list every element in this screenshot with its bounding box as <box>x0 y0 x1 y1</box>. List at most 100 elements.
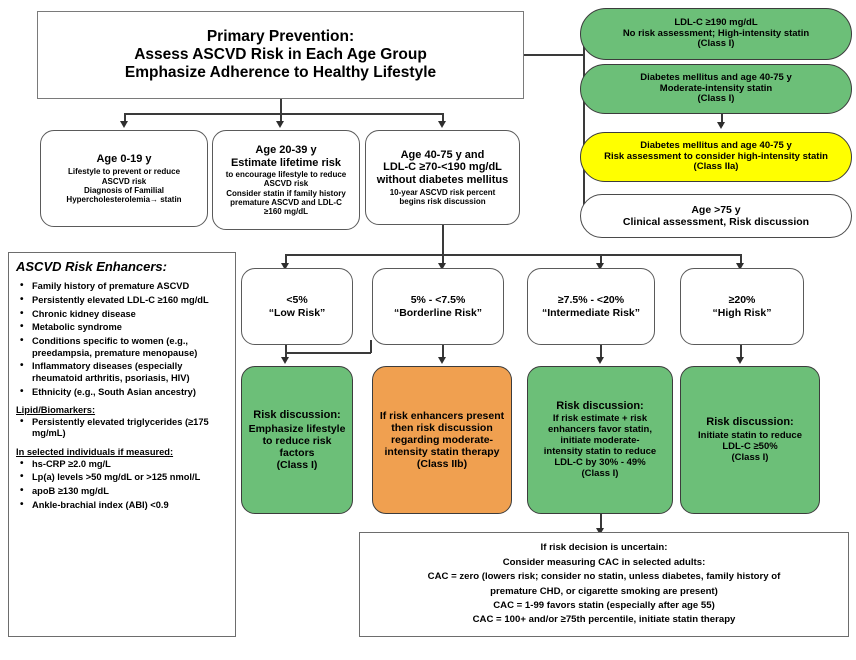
risk-low-label: “Low Risk” <box>268 306 326 319</box>
age-0-19-box: Age 0-19 y Lifestyle to prevent or reduc… <box>40 130 208 227</box>
age-20-39-line-4: premature ASCVD and LDL-C <box>230 197 342 207</box>
connector-title-to-right-trunk <box>524 54 584 56</box>
risk-enhancers-header: ASCVD Risk Enhancers: <box>16 259 167 274</box>
outcome-low-risk-box: Risk discussion: Emphasize lifestyle to … <box>241 366 353 514</box>
arrow-intermediate-to-outcome <box>595 357 604 364</box>
diabetes-moderate-box: Diabetes mellitus and age 40-75 y Modera… <box>580 64 852 114</box>
arrow-borderline-to-outcome <box>437 357 446 364</box>
outcome-intermediate-line-2: enhancers favor statin, <box>547 423 652 435</box>
connector-intermediate-to-outcome <box>600 345 602 359</box>
connector-to-intermediate-risk <box>600 254 602 265</box>
selected-individuals-list: hs-CRP ≥2.0 mg/L Lp(a) levels >50 mg/dL … <box>16 458 228 512</box>
risk-low-range: <5% <box>286 294 308 307</box>
age-over-75-line-1: Age >75 y <box>691 203 741 216</box>
arrow-to-borderline-risk <box>437 263 446 270</box>
cac-line-5: CAC = 1-99 favors statin (especially aft… <box>493 599 715 611</box>
diabetes-high-line-2: Risk assessment to consider high-intensi… <box>604 150 828 162</box>
risk-category-high: ≥20% “High Risk” <box>680 268 804 345</box>
arrow-high-to-outcome <box>735 357 744 364</box>
list-item: Chronic kidney disease <box>16 308 228 321</box>
age-20-39-heading-1: Age 20-39 y <box>255 143 317 156</box>
connector-low-borderline-jog-h <box>285 352 371 354</box>
ldl-190-line-2: No risk assessment; High-intensity stati… <box>622 27 810 39</box>
arrow-to-age-40-75 <box>437 121 446 128</box>
connector-title-down <box>280 99 282 113</box>
list-item: Conditions specific to women (e.g., pree… <box>16 335 228 359</box>
primary-prevention-title-box: Primary Prevention: Assess ASCVD Risk in… <box>37 11 524 99</box>
connector-to-high-risk <box>740 254 742 265</box>
connector-intermediate-to-cac <box>600 514 602 531</box>
diabetes-moderate-line-3: (Class I) <box>697 93 735 105</box>
selected-individuals-header: In selected individuals if measured: <box>16 446 174 457</box>
age-20-39-heading-2: Estimate lifetime risk <box>230 156 342 169</box>
diabetes-high-intensity-box: Diabetes mellitus and age 40-75 y Risk a… <box>580 132 852 182</box>
connector-diabetes-moderate-to-high <box>721 110 723 126</box>
risk-enhancers-list: Family history of premature ASCVD Persis… <box>16 280 228 398</box>
connector-age-40-75-down <box>442 225 444 254</box>
outcome-low-line-4: (Class I) <box>276 459 318 472</box>
age-20-39-line-2: ASCVD risk <box>263 179 309 189</box>
risk-category-intermediate: ≥7.5% - <20% “Intermediate Risk” <box>527 268 655 345</box>
outcome-borderline-line-4: intensity statin therapy <box>384 446 500 459</box>
diabetes-high-line-3: (Class IIa) <box>693 161 739 173</box>
title-line-1: Primary Prevention: <box>206 28 355 46</box>
outcome-intermediate-line-5: LDL-C by 30% - 49% <box>554 456 646 468</box>
cac-line-4: premature CHD, or cigarette smoking are … <box>490 585 718 597</box>
risk-category-low: <5% “Low Risk” <box>241 268 353 345</box>
connector-to-low-risk <box>285 254 287 265</box>
cac-guidance-box: If risk decision is uncertain: Consider … <box>359 532 849 637</box>
title-line-2: Assess ASCVD Risk in Each Age Group <box>134 46 427 64</box>
outcome-intermediate-line-3: initiate moderate- <box>560 434 640 446</box>
cac-line-2: Consider measuring CAC in selected adult… <box>502 556 706 568</box>
age-40-75-heading-3: without diabetes mellitus <box>376 174 509 187</box>
outcome-high-line-1: Initiate statin to reduce <box>698 429 802 441</box>
outcome-high-line-2: LDL-C ≥50% <box>722 440 778 452</box>
list-item: Metabolic syndrome <box>16 321 228 334</box>
age-0-19-heading: Age 0-19 y <box>96 152 152 165</box>
outcome-intermediate-line-1: If risk estimate + risk <box>552 413 648 425</box>
connector-low-borderline-jog-v <box>370 340 372 353</box>
outcome-intermediate-risk-box: Risk discussion: If risk estimate + risk… <box>527 366 673 514</box>
arrow-to-intermediate-risk <box>595 263 604 270</box>
ascvd-risk-enhancers-panel: ASCVD Risk Enhancers: Family history of … <box>8 252 236 637</box>
age-40-75-line-1: 10-year ASCVD risk percent <box>389 187 496 197</box>
age-40-75-box: Age 40-75 y and LDL-C ≥70-<190 mg/dL wit… <box>365 130 520 225</box>
connector-high-to-outcome <box>740 345 742 359</box>
arrow-diabetes-moderate-to-high <box>716 122 725 129</box>
age-0-19-line-4: Hypercholesterolemia→ statin <box>66 195 182 204</box>
cac-line-3: CAC = zero (lowers risk; consider no sta… <box>427 571 781 583</box>
age-20-39-line-1: to encourage lifestyle to reduce <box>225 170 347 180</box>
age-40-75-line-2: begins risk discussion <box>399 196 486 206</box>
outcome-high-risk-box: Risk discussion: Initiate statin to redu… <box>680 366 820 514</box>
age-20-39-line-5: ≥160 mg/dL <box>264 206 308 216</box>
diabetes-moderate-line-1: Diabetes mellitus and age 40-75 y <box>640 71 792 83</box>
list-item: Lp(a) levels >50 mg/dL or >125 nmol/L <box>16 471 228 484</box>
title-line-3: Emphasize Adherence to Healthy Lifestyle <box>124 63 437 81</box>
risk-borderline-range: 5% - <7.5% <box>410 294 466 307</box>
age-over-75-box: Age >75 y Clinical assessment, Risk disc… <box>580 194 852 238</box>
age-20-39-box: Age 20-39 y Estimate lifetime risk to en… <box>212 130 360 230</box>
arrow-intermediate-to-cac <box>595 528 604 535</box>
outcome-intermediate-title: Risk discussion: <box>556 400 644 413</box>
risk-borderline-label: “Borderline Risk” <box>393 306 483 319</box>
diabetes-high-line-1: Diabetes mellitus and age 40-75 y <box>640 139 792 151</box>
list-item: hs-CRP ≥2.0 mg/L <box>16 458 228 471</box>
risk-high-label: “High Risk” <box>712 306 772 319</box>
connector-to-age-40-75 <box>442 113 444 123</box>
arrow-to-low-risk <box>280 263 289 270</box>
connector-to-age-20-39 <box>280 113 282 123</box>
outcome-borderline-line-1: If risk enhancers present <box>379 409 505 422</box>
connector-to-age-0-19 <box>124 113 126 123</box>
age-20-39-line-3: Consider statin if family history <box>226 188 346 198</box>
ldl-190-line-1: LDL-C ≥190 mg/dL <box>674 16 758 28</box>
age-40-75-heading-2: LDL-C ≥70-<190 mg/dL <box>383 161 502 174</box>
connector-to-borderline-risk <box>442 254 444 265</box>
risk-intermediate-label: “Intermediate Risk” <box>541 306 641 319</box>
outcome-low-line-1: Emphasize lifestyle <box>248 423 346 436</box>
arrow-to-high-risk <box>735 263 744 270</box>
outcome-borderline-risk-box: If risk enhancers present then risk disc… <box>372 366 512 514</box>
cac-line-1: If risk decision is uncertain: <box>540 542 668 554</box>
outcome-borderline-line-3: regarding moderate- <box>390 433 494 446</box>
outcome-intermediate-line-6: (Class I) <box>581 467 619 479</box>
